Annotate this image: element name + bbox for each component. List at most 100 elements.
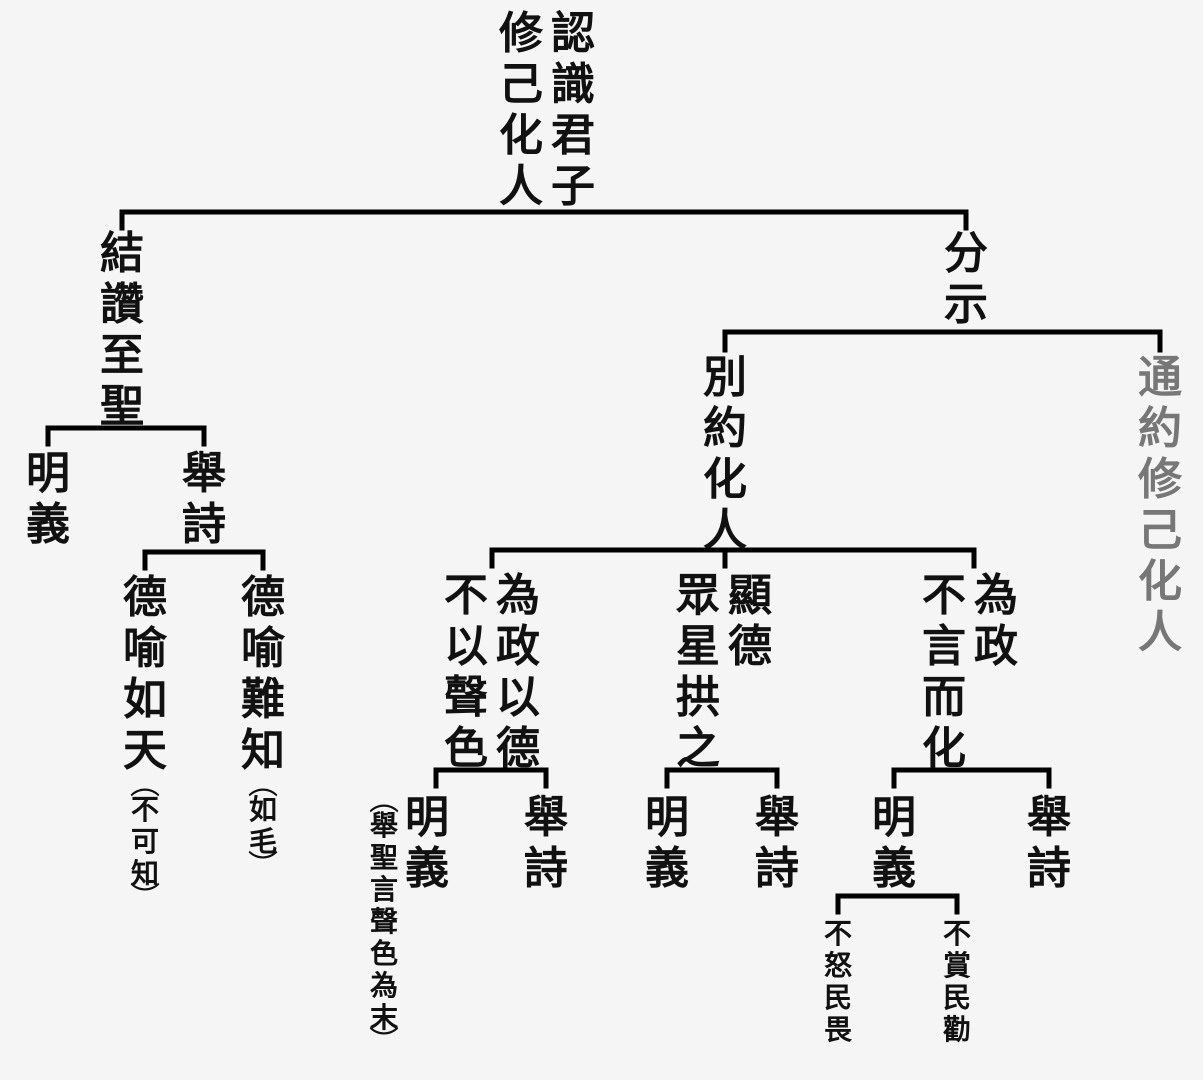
group3-col-1: 為政 [970, 570, 1022, 774]
connector-group3-a [835, 893, 960, 915]
character: 不 [922, 570, 966, 621]
connector-specific [489, 547, 977, 569]
character: 德 [728, 621, 772, 672]
character: 政 [496, 621, 540, 672]
character: 民 [823, 981, 852, 1014]
character: 示 [944, 279, 988, 330]
group2-a-node: 明義 [641, 792, 693, 894]
group1-node: 為政以德 不以聲色 [440, 570, 544, 774]
character: 識 [551, 59, 595, 110]
character: 人 [703, 505, 747, 556]
character: 聖 [100, 381, 144, 432]
character: 星 [676, 621, 720, 672]
group2-b-col: 舉詩 [751, 792, 803, 894]
character: 眾 [676, 570, 720, 621]
left-b2-text: 德喻難知 [237, 572, 289, 776]
character: 聲 [369, 905, 398, 938]
connector-right [722, 329, 1163, 353]
character: 義 [26, 499, 70, 550]
right-branch-node: 分示 [940, 228, 992, 330]
character: 舉 [369, 809, 398, 842]
character: 如 [248, 793, 277, 826]
character: 畏 [823, 1013, 852, 1046]
group1-b-node: 舉詩 [520, 792, 572, 894]
character: 可 [130, 825, 159, 858]
character: 人 [499, 161, 543, 212]
group3-a-col: 明義 [868, 792, 920, 894]
character: 詩 [524, 843, 568, 894]
group3-a2-node: 不賞民勸 [940, 918, 974, 1046]
group3-a1-col: 不怒民畏 [821, 918, 855, 1046]
character: 明 [645, 792, 689, 843]
character: 不 [823, 917, 852, 950]
character: 聲 [444, 672, 488, 723]
character: 己 [1138, 505, 1182, 556]
character: 為 [974, 570, 1018, 621]
group3-col-2: 不言而化 [918, 570, 970, 774]
character: 德 [241, 572, 285, 623]
character: 修 [1138, 454, 1182, 505]
left-a-node: 明義 [22, 448, 74, 550]
character: 明 [26, 448, 70, 499]
character: 讚 [100, 279, 144, 330]
character: 化 [499, 110, 543, 161]
character: 義 [405, 843, 449, 894]
group3-a1-node: 不怒民畏 [821, 918, 855, 1046]
character: 通 [1138, 352, 1182, 403]
character: 不 [444, 570, 488, 621]
group1-a-col: 明義 [401, 792, 453, 1052]
connector-group3 [891, 767, 1052, 789]
group3-a-node: 明義 [868, 792, 920, 894]
character: 不 [130, 793, 159, 826]
character: 拱 [676, 672, 720, 723]
character: 喻 [123, 623, 167, 674]
character: 詩 [1027, 843, 1071, 894]
character: 言 [922, 621, 966, 672]
character: 言 [369, 873, 398, 906]
character: 民 [942, 981, 971, 1014]
left-b-col: 舉詩 [178, 448, 230, 550]
character: 以 [496, 672, 540, 723]
character: 分 [944, 228, 988, 279]
character: 子 [551, 161, 595, 212]
character: 舉 [182, 448, 226, 499]
character: 德 [123, 572, 167, 623]
left-b-node: 舉詩 [178, 448, 230, 550]
character: 人 [1138, 607, 1182, 658]
character: 為 [369, 969, 398, 1002]
group3-b-col: 舉詩 [1023, 792, 1075, 894]
character: 君 [551, 110, 595, 161]
character: 難 [241, 674, 285, 725]
character: 結 [100, 228, 144, 279]
character: 修 [499, 8, 543, 59]
right-branch-col: 分示 [940, 228, 992, 330]
right-general-node: 通約修己化人 [1134, 352, 1186, 658]
character: 詩 [182, 499, 226, 550]
character: 而 [922, 672, 966, 723]
root-col-2: 修己化人 [495, 8, 547, 212]
character: 認 [551, 8, 595, 59]
left-branch-node: 結讚至聖 [96, 228, 148, 432]
character: 聖 [369, 841, 398, 874]
left-b2-note: 如毛 [246, 776, 280, 876]
character: 勸 [942, 1013, 971, 1046]
character: 舉 [524, 792, 568, 843]
character: 詩 [755, 843, 799, 894]
character: 約 [703, 403, 747, 454]
group1-b-col: 舉詩 [520, 792, 572, 894]
character: 以 [444, 621, 488, 672]
left-a-col: 明義 [22, 448, 74, 550]
group2-col-1: 顯德 [724, 570, 776, 774]
character: 義 [645, 843, 689, 894]
right-specific-node: 別約化人 [699, 352, 751, 556]
character: 舉 [755, 792, 799, 843]
group3-node: 為政 不言而化 [918, 570, 1022, 774]
connector-left [45, 425, 207, 447]
character: 舉 [1027, 792, 1071, 843]
character: 色 [444, 723, 488, 774]
